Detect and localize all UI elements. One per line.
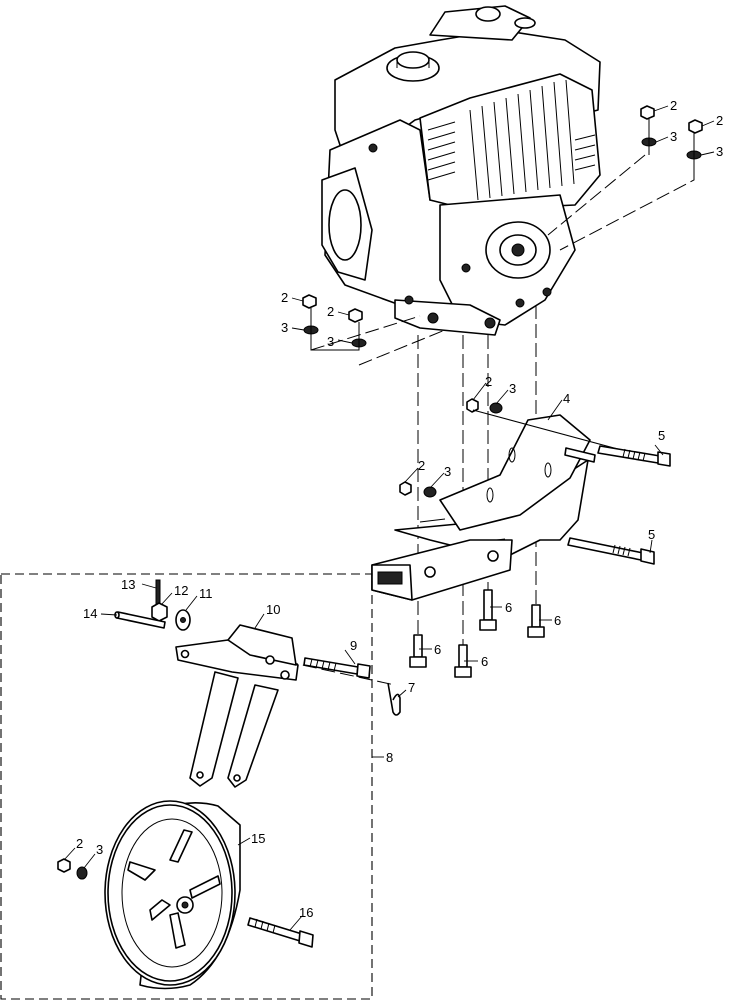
callout-4: 4	[563, 391, 570, 406]
callout-2: 2	[76, 836, 83, 851]
callout-16: 16	[299, 905, 313, 920]
nut-12	[151, 602, 168, 622]
bolt-6-a	[479, 589, 497, 631]
callout-12: 12	[174, 583, 188, 598]
callout-6: 6	[554, 613, 561, 628]
bolt-5-lower	[567, 537, 655, 565]
callout-labels: 2 3 2 3 2 3 2 3 2 3 4 5 2 3 5 13 12 11 1…	[76, 98, 723, 920]
callout-3: 3	[96, 842, 103, 857]
bolt-6-b	[527, 604, 545, 638]
callout-3: 3	[509, 381, 516, 396]
callout-15: 15	[251, 831, 265, 846]
callout-6: 6	[505, 600, 512, 615]
callout-5: 5	[648, 527, 655, 542]
wheel-kit-boundary	[0, 573, 373, 1000]
callout-10: 10	[266, 602, 280, 617]
bolt-9	[303, 657, 371, 679]
mounting-bracket	[371, 414, 596, 601]
callout-2: 2	[327, 304, 334, 319]
bolt-16	[247, 917, 314, 948]
wheel-hardware	[57, 858, 88, 880]
callout-6: 6	[434, 642, 441, 657]
callout-13: 13	[121, 577, 135, 592]
callout-3: 3	[444, 464, 451, 479]
wheel-bracket-10	[175, 624, 299, 788]
callout-14: 14	[83, 606, 97, 621]
callout-3: 3	[327, 334, 334, 349]
callout-11: 11	[199, 586, 213, 601]
axle-14	[114, 611, 166, 629]
leader-lines	[63, 105, 715, 931]
callout-5: 5	[658, 428, 665, 443]
bolt-5-upper	[597, 445, 671, 467]
callout-2: 2	[485, 374, 492, 389]
engine-assembly	[321, 5, 601, 336]
callout-3: 3	[716, 144, 723, 159]
callout-2: 2	[281, 290, 288, 305]
muffler-vents	[427, 79, 596, 201]
callout-2: 2	[418, 458, 425, 473]
callout-6: 6	[481, 654, 488, 669]
callout-2: 2	[716, 113, 723, 128]
callout-9: 9	[350, 638, 357, 653]
callout-3: 3	[281, 320, 288, 335]
washer-11	[175, 609, 191, 631]
callout-7: 7	[408, 680, 415, 695]
callout-3: 3	[670, 129, 677, 144]
bolt-6-c	[409, 634, 427, 668]
callout-2: 2	[670, 98, 677, 113]
wheel-15	[104, 800, 241, 990]
hair-pin-7	[387, 682, 401, 716]
bolt-6-d	[454, 644, 472, 678]
callout-8: 8	[386, 750, 393, 765]
